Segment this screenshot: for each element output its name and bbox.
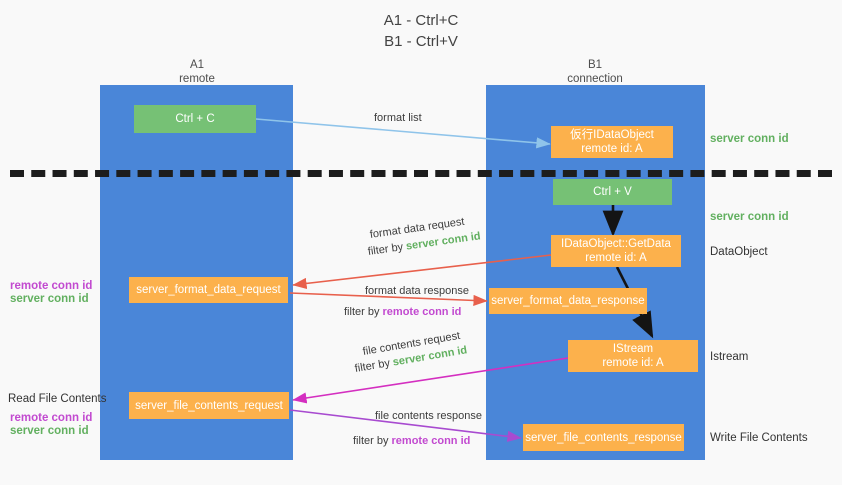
column-header-a1-role: remote xyxy=(179,73,215,85)
column-header-b1: B1 connection xyxy=(548,58,642,86)
side-label-left-format-server-conn-id: server conn id xyxy=(10,293,89,305)
edge-label-file-contents-response-filter: filter by remote conn id xyxy=(353,434,470,449)
side-label-right-server-conn-id-top: server conn id xyxy=(710,133,789,145)
box-server-format-data-request[interactable]: server_format_data_request xyxy=(129,277,288,303)
side-label-left-file-remote-conn-id: remote conn id xyxy=(10,412,93,424)
edge-label-format-data-response: format data response xyxy=(365,285,469,297)
filter-prefix: filter by xyxy=(353,435,392,447)
column-header-a1: A1 remote xyxy=(150,58,244,86)
box-server-file-contents-response[interactable]: server_file_contents_response xyxy=(523,424,684,451)
phase-divider xyxy=(10,170,832,177)
edge-label-format-list: format list xyxy=(374,112,422,124)
side-label-right-istream: Istream xyxy=(710,351,749,363)
box-ctrl-c[interactable]: Ctrl + C xyxy=(134,105,256,133)
box-server-format-data-response[interactable]: server_format_data_response xyxy=(489,288,647,314)
filter-key-remote-conn-id: remote conn id xyxy=(391,435,471,447)
side-label-right-dataobject: DataObject xyxy=(710,246,768,258)
box-istream[interactable]: IStream remote id: A xyxy=(568,340,698,372)
side-label-left-file-server-conn-id: server conn id xyxy=(10,425,89,437)
box-ctrl-v[interactable]: Ctrl + V xyxy=(553,179,672,205)
filter-prefix: filter by xyxy=(344,306,383,318)
box-virtual-dataobject[interactable]: 仮行IDataObject remote id: A xyxy=(551,126,673,158)
edge-label-file-contents-response: file contents response xyxy=(375,410,483,422)
side-label-right-server-conn-id-mid: server conn id xyxy=(710,211,789,223)
side-label-left-format-remote-conn-id: remote conn id xyxy=(10,280,93,292)
side-label-read-file-contents: Read File Contents xyxy=(8,393,107,405)
box-idataobject-getdata[interactable]: IDataObject::GetData remote id: A xyxy=(551,235,681,267)
column-header-b1-name: B1 xyxy=(587,59,603,71)
filter-prefix: filter by xyxy=(367,240,407,258)
edge-label-format-data-response-filter: filter by remote conn id xyxy=(344,305,461,320)
page-title: A1 - Ctrl+C B1 - Ctrl+V xyxy=(383,12,459,50)
filter-key-remote-conn-id: remote conn id xyxy=(382,306,462,318)
column-header-b1-role: connection xyxy=(567,73,623,85)
box-server-file-contents-request[interactable]: server_file_contents_request xyxy=(129,392,289,419)
side-label-right-write-file-contents: Write File Contents xyxy=(710,432,808,444)
filter-prefix: filter by xyxy=(353,356,394,375)
column-header-a1-name: A1 xyxy=(189,59,205,71)
